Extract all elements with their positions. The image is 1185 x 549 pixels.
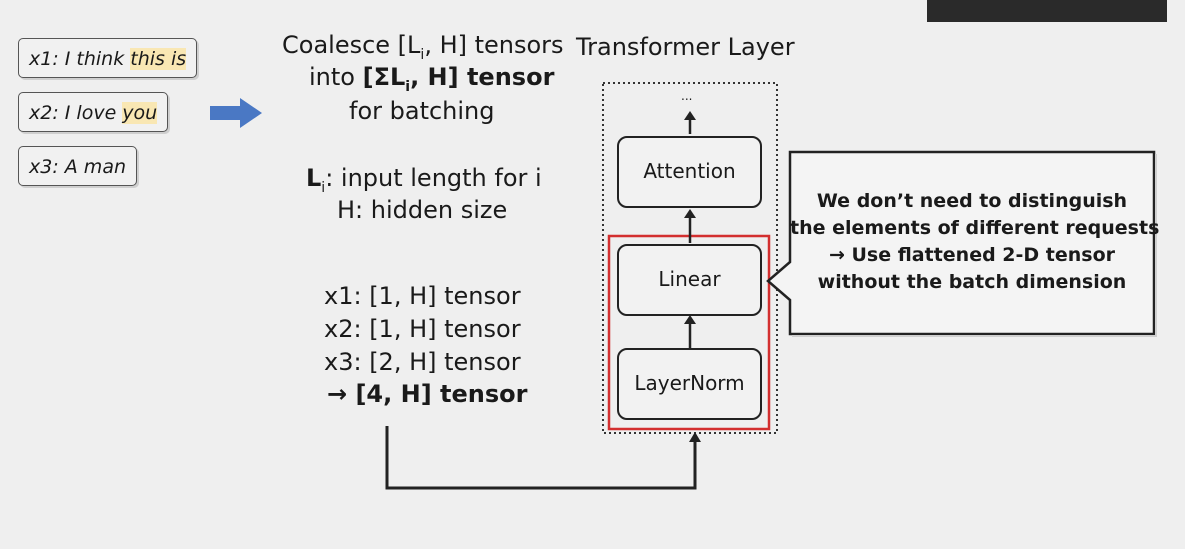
linear-block: Linear	[617, 244, 762, 316]
coalesce-sub: i	[420, 47, 425, 63]
request-x2: x2: I love you	[18, 92, 169, 132]
coalesce-line-3: for batching	[349, 97, 495, 125]
request-x2-highlight: you	[122, 102, 158, 124]
coalesce-text-a: Coalesce [L	[282, 31, 421, 59]
layernorm-block: LayerNorm	[617, 348, 762, 420]
transformer-layer-dotted-box	[602, 82, 778, 434]
request-x3: x3: A man	[18, 146, 138, 186]
coalesce-text-b: , H] tensors	[424, 31, 564, 59]
coalesce-line-1: Coalesce [Li, H] tensors	[282, 31, 564, 63]
attention-block: Attention	[617, 136, 762, 208]
tensor-row-x1: x1: [1, H] tensor	[324, 282, 521, 310]
legend-li-sub: i	[321, 180, 326, 196]
callout-line-2: the elements of different requests	[790, 217, 1160, 239]
legend-li-main: L	[306, 164, 322, 192]
coalesce-bold-b: , H] tensor	[410, 63, 555, 91]
batching-arrow-icon	[210, 98, 262, 128]
request-x1: x1: I think this is	[18, 38, 198, 78]
transformer-ellipsis: ...	[681, 89, 693, 103]
request-x2-text: x2: I love	[29, 102, 123, 124]
tensor-row-x2: x2: [1, H] tensor	[324, 315, 521, 343]
legend-li-text: : input length for i	[325, 164, 542, 192]
coalesce-bold-sub: i	[405, 79, 411, 95]
tensor-result: → [4, H] tensor	[327, 380, 528, 408]
tensor-to-layer-connector	[385, 426, 697, 490]
tensor-row-x3: x3: [2, H] tensor	[324, 348, 521, 376]
legend-li: Li: input length for i	[306, 164, 542, 196]
callout-box	[766, 150, 1156, 336]
video-thumbnail	[927, 0, 1167, 22]
coalesce-into: into	[309, 63, 363, 91]
callout-line-3: → Use flattened 2-D tensor	[828, 244, 1116, 266]
callout-text: We don’t need to distinguish the element…	[790, 188, 1160, 296]
coalesce-line-2: into [ΣLi, H] tensor	[309, 63, 554, 95]
request-x1-highlight: this is	[130, 48, 187, 70]
request-x3-text: x3: A man	[29, 156, 127, 178]
transformer-layer-title: Transformer Layer	[576, 33, 795, 61]
legend-h: H: hidden size	[337, 196, 508, 224]
request-x1-text: x1: I think	[29, 48, 131, 70]
callout-line-1: We don’t need to distinguish	[816, 190, 1128, 212]
callout-line-4: without the batch dimension	[817, 271, 1127, 293]
coalesce-bold-a: [ΣL	[362, 63, 406, 91]
